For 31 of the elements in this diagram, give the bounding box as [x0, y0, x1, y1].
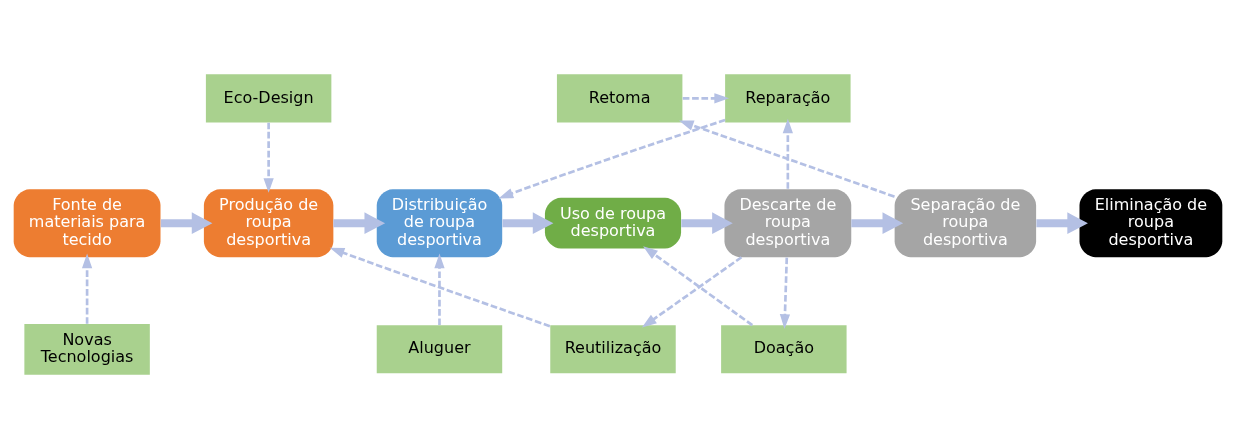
- node-box: Eco-Design: [205, 73, 332, 122]
- arrow: [498, 118, 726, 198]
- node-box: Novas Tecnologias: [24, 323, 150, 375]
- node-box: Produção de roupa desportiva: [203, 188, 334, 257]
- node-box: Distribuição de roupa desportiva: [376, 188, 503, 257]
- arrow: [678, 120, 895, 198]
- arrow: [263, 122, 274, 193]
- node-box: Eliminação de roupa desportiva: [1079, 188, 1223, 257]
- arrow: [333, 211, 386, 234]
- arrow: [502, 211, 554, 234]
- arrow: [851, 211, 904, 234]
- node-box: Retoma: [556, 73, 683, 122]
- arrow: [779, 257, 791, 329]
- arrow: [643, 245, 754, 326]
- node-box: Uso de roupa desportiva: [544, 197, 682, 249]
- node-box: Reparação: [725, 73, 851, 122]
- node-box: Fonte de materiais para tecido: [13, 188, 161, 257]
- arrow: [160, 211, 213, 234]
- arrow: [681, 211, 733, 234]
- arrow: [329, 247, 551, 327]
- node-box: Aluguer: [376, 324, 503, 373]
- arrow: [81, 253, 93, 324]
- arrow: [1036, 211, 1088, 234]
- node-box: Descarte de roupa desportiva: [724, 188, 852, 257]
- node-box: Doação: [721, 324, 847, 373]
- arrow: [434, 253, 445, 325]
- arrow: [682, 92, 730, 103]
- arrow: [782, 118, 793, 189]
- node-box: Reutilização: [550, 324, 676, 373]
- arrow: [641, 255, 743, 328]
- node-box: Separação de roupa desportiva: [894, 188, 1037, 257]
